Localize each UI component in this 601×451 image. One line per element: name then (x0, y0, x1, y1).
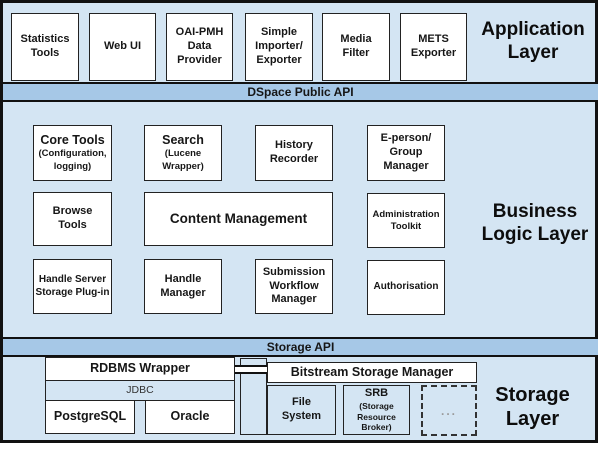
browse-tools-label: Browse Tools (52, 205, 93, 231)
srb-title: SRB (364, 387, 389, 400)
box-handle-server-storage-plugin: Handle Server Storage Plug-in (33, 259, 112, 314)
box-authorisation: Authorisation (367, 260, 445, 315)
box-bitstream-storage-manager: Bitstream Storage Manager (267, 362, 477, 383)
box-jdbc: JDBC (45, 380, 235, 401)
authorisation-label: Authorisation (373, 281, 439, 293)
jdbc-label: JDBC (126, 383, 154, 396)
storage-api-bar: Storage API (3, 337, 598, 357)
box-browse-tools: Browse Tools (33, 192, 112, 246)
content-management-label: Content Management (169, 210, 308, 226)
search-title: Search (162, 132, 204, 147)
web-ui-label: Web UI (103, 40, 142, 53)
search-subtitle: (Lucene Wrapper) (162, 148, 204, 172)
box-rdbms-wrapper: RDBMS Wrapper (45, 357, 235, 381)
administration-toolkit-label: Administration Toolkit (372, 208, 440, 232)
mets-exporter-label: METS Exporter (410, 33, 457, 59)
srb-subtitle: (Storage Resource Broker) (357, 400, 396, 433)
storage-layer-label: Storage Layer (495, 384, 570, 431)
submission-workflow-label: Submission Workflow Manager (262, 265, 326, 306)
box-statistics-tools: Statistics Tools (11, 13, 79, 81)
box-web-ui: Web UI (89, 13, 156, 81)
dspace-public-api-bar: DSpace Public API (3, 82, 598, 102)
core-tools-title: Core Tools (40, 132, 105, 147)
core-tools-subtitle: (Configuration, logging) (38, 148, 107, 172)
simple-importer-label: Simple Importer/ Exporter (255, 26, 303, 66)
box-mets-exporter: METS Exporter (400, 13, 467, 81)
rdbms-bitstream-connector-pipe (235, 365, 268, 374)
box-media-filter: Media Filter (322, 13, 390, 81)
eperson-label: E-person/ Group Manager (380, 132, 432, 172)
business-logic-layer-label: Business Logic Layer (481, 201, 589, 246)
file-system-label: File System (281, 396, 322, 422)
history-recorder-label: History Recorder (269, 139, 319, 165)
box-postgresql: PostgreSQL (45, 400, 135, 434)
box-search: Search (Lucene Wrapper) (144, 125, 222, 181)
oai-pmh-label: OAI-PMH Data Provider (175, 26, 224, 66)
rdbms-wrapper-label: RDBMS Wrapper (90, 361, 190, 376)
storage-api-label: Storage API (266, 340, 335, 354)
box-history-recorder: History Recorder (255, 125, 333, 181)
box-srb: SRB (Storage Resource Broker) (343, 385, 410, 435)
handle-server-label: Handle Server Storage Plug-in (35, 274, 110, 298)
box-core-tools: Core Tools (Configuration, logging) (33, 125, 112, 181)
media-filter-label: Media Filter (340, 33, 372, 59)
postgresql-label: PostgreSQL (53, 409, 127, 424)
box-handle-manager: Handle Manager (144, 259, 222, 314)
box-administration-toolkit: Administration Toolkit (367, 193, 445, 248)
box-other-storage-placeholder: ... (421, 385, 477, 436)
bitstream-storage-manager-label: Bitstream Storage Manager (290, 364, 454, 379)
box-oracle: Oracle (145, 400, 235, 434)
dspace-public-api-label: DSpace Public API (247, 85, 354, 99)
box-submission-workflow-manager: Submission Workflow Manager (255, 259, 333, 314)
box-simple-importer-exporter: Simple Importer/ Exporter (245, 13, 313, 81)
handle-manager-label: Handle Manager (160, 272, 206, 299)
ellipsis-label: ... (440, 403, 457, 418)
oracle-label: Oracle (170, 409, 210, 424)
application-layer-label: Application Layer (481, 19, 585, 64)
box-eperson-group-manager: E-person/ Group Manager (367, 125, 445, 181)
box-oai-pmh-data-provider: OAI-PMH Data Provider (166, 13, 233, 81)
box-file-system: File System (267, 385, 336, 435)
statistics-tools-label: Statistics Tools (20, 33, 70, 59)
box-content-management: Content Management (144, 192, 333, 246)
